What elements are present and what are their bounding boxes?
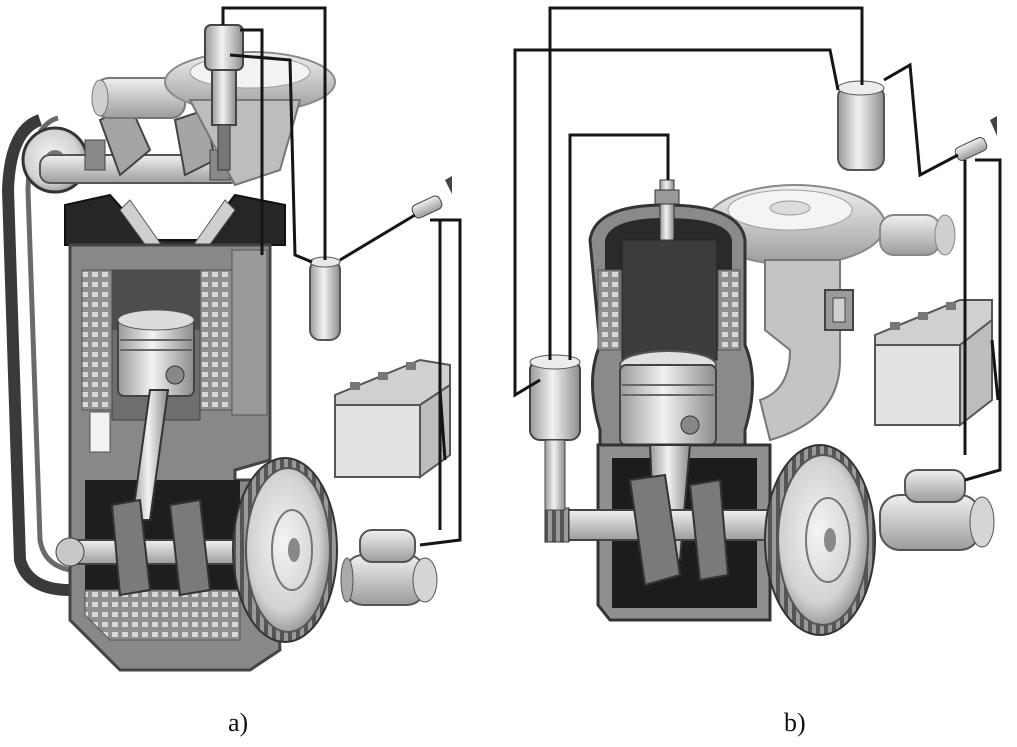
piston-a <box>117 309 195 521</box>
ignition-coil-a <box>309 256 341 341</box>
ignition-coil-b <box>837 80 885 171</box>
caption-panel-a: a) <box>228 708 249 737</box>
wiring-b <box>513 6 1002 482</box>
caption-panel-b: b) <box>784 708 806 737</box>
injector-unit-a <box>204 24 244 171</box>
engine-diagram-b <box>513 6 1002 636</box>
battery-b <box>874 299 993 428</box>
ignition-switch-a <box>411 176 452 219</box>
flywheel-b <box>764 444 876 636</box>
crankshaft-a <box>55 498 261 597</box>
piston-b <box>619 350 717 446</box>
starter-motor-b <box>879 469 995 551</box>
air-filter-b <box>704 184 956 442</box>
ignition-switch-b <box>954 116 997 161</box>
distributor-b <box>529 354 581 511</box>
crankcase-b <box>544 443 801 622</box>
starter-motor-a <box>340 529 438 606</box>
battery-a <box>334 358 451 479</box>
engine-diagram-a <box>1 6 462 672</box>
wiring-a <box>221 6 462 547</box>
flywheel-a <box>232 457 338 643</box>
